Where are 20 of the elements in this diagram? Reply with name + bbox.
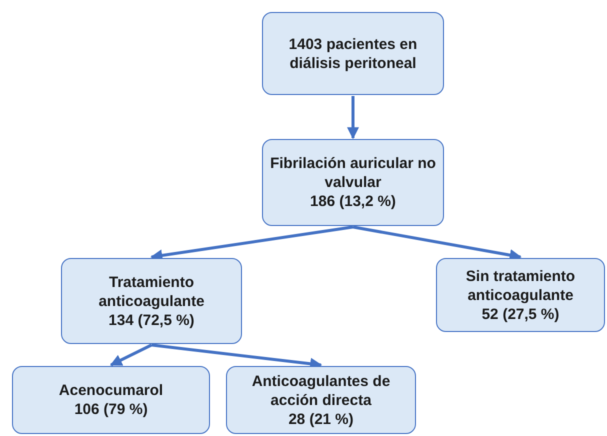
process-box: [262, 139, 444, 226]
process-box: [436, 258, 605, 332]
node-title: Sin tratamiento anticoagulante: [464, 266, 576, 304]
node-count: 52 (27,5 %): [482, 304, 560, 324]
process-box: [226, 366, 416, 434]
node-title: 1403 pacientes en diálisis peritoneal: [288, 34, 418, 72]
arrow: [110, 344, 152, 366]
node-title: Fibrilación auricular no valvular: [269, 154, 437, 192]
node-count: 106 (79 %): [74, 400, 148, 419]
arrow: [352, 226, 522, 261]
process-box: [262, 12, 444, 95]
node-count: 134 (72,5 %): [108, 310, 194, 330]
node-count: 186 (13,2 %): [310, 192, 396, 211]
node-count: 28 (21 %): [288, 410, 354, 428]
node-title: Anticoagulantes de acción directa: [250, 372, 392, 410]
node-title: Acenocumarol: [58, 381, 164, 400]
arrow: [347, 96, 359, 140]
process-box: [12, 366, 210, 434]
node-title: Tratamiento anticoagulante: [98, 272, 206, 310]
process-box: [61, 258, 242, 344]
